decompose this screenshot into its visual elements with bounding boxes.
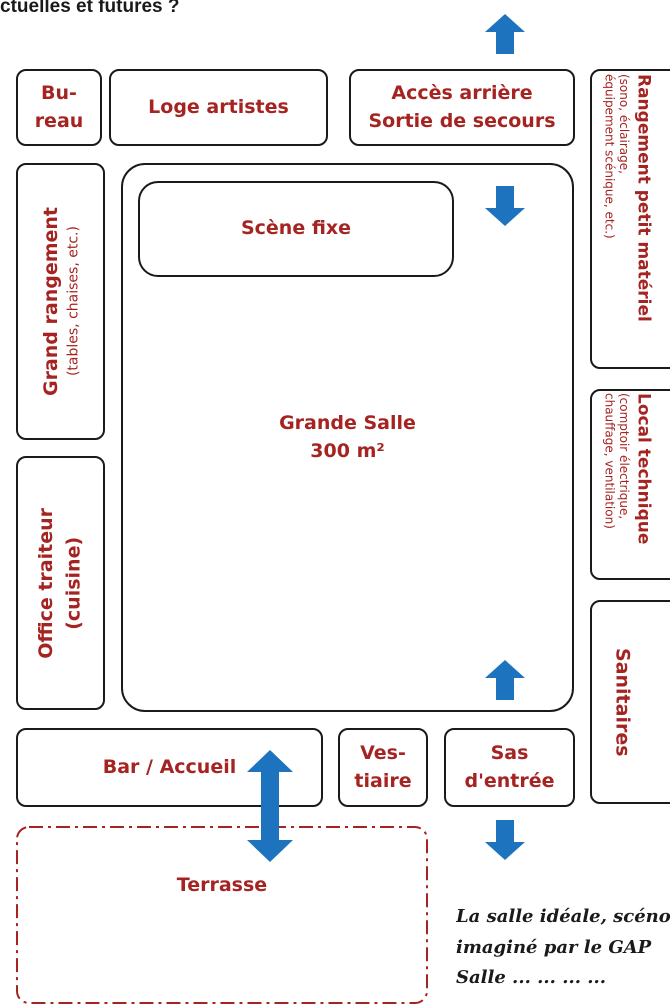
sanitaires-label: Sanitaires <box>611 647 634 757</box>
rangement-petit-details: (sono, éclairage, équipement scénique, e… <box>602 74 631 239</box>
scene-fixe-label: Scène fixe <box>240 217 352 240</box>
rangement-petit-title: Rangement petit matériel <box>633 74 654 322</box>
section-heading: ctuelles et futures ? <box>0 0 180 17</box>
grand-rangement-room: Grand rangement (tables, chaises, etc.) <box>16 163 105 440</box>
loge-artistes-label: Loge artistes <box>148 95 289 118</box>
sanitaires-room: Sanitaires <box>590 600 670 804</box>
terrasse-area: Terrasse <box>16 826 428 1004</box>
terrasse-label: Terrasse <box>176 874 268 896</box>
acces-arriere-room: Accès arrière Sortie de secours <box>349 69 575 146</box>
grande-salle-name: Grande Salle <box>279 411 416 434</box>
scene-fixe-room: Scène fixe <box>138 181 454 277</box>
bureau-room: Bu- reau <box>16 69 102 146</box>
local-technique-title: Local technique <box>633 392 654 544</box>
local-technique-room: Local technique (comptoir électrique, ch… <box>590 389 670 580</box>
sas-entree-room: Sas d'entrée <box>444 728 575 807</box>
caption-line-3: Salle ... ... ... ... <box>456 967 607 989</box>
caption-line-1: La salle idéale, scéno <box>456 906 670 927</box>
arrow-up-exit-icon <box>485 14 525 54</box>
caption-line-2: imaginé par le GAP <box>456 936 652 958</box>
office-traiteur-title: Office traiteur <box>34 507 57 659</box>
rangement-petit-materiel-room: Rangement petit matériel (sono, éclairag… <box>590 69 670 369</box>
grande-salle-area: 300 m² <box>310 439 385 462</box>
loge-artistes-room: Loge artistes <box>109 69 328 146</box>
bureau-label: Bu- reau <box>34 81 84 132</box>
grand-rangement-details: (tables, chaises, etc.) <box>65 226 82 377</box>
arrow-up-entrance-icon <box>485 660 525 700</box>
sas-entree-label: Sas d'entrée <box>464 741 555 792</box>
bar-accueil-label: Bar / Accueil <box>102 755 237 778</box>
arrow-down-outside-icon <box>485 820 525 860</box>
office-traiteur-room: Office traiteur (cuisine) <box>16 456 105 710</box>
double-arrow-bar-terrasse-icon <box>247 750 293 862</box>
figure-caption: La salle idéale, scéno imaginé par le GA… <box>456 902 670 994</box>
local-technique-details: (comptoir électrique, chauffage, ventila… <box>602 392 631 529</box>
vestiaire-room: Ves- tiaire <box>338 728 428 807</box>
acces-arriere-label: Accès arrière Sortie de secours <box>368 81 556 132</box>
office-traiteur-sub: (cuisine) <box>62 536 85 630</box>
vestiaire-label: Ves- tiaire <box>354 741 412 792</box>
arrow-down-scene-icon <box>485 186 525 226</box>
grand-rangement-title: Grand rangement <box>40 206 63 397</box>
